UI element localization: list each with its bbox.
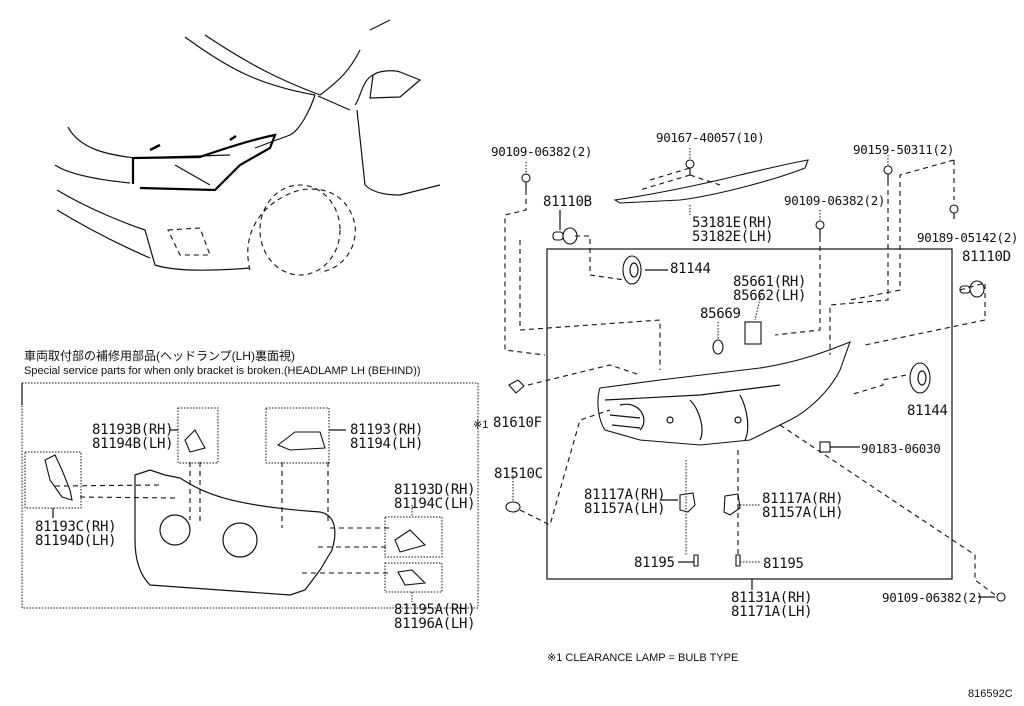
label-85669[interactable]: 85669 — [700, 306, 741, 322]
gasket-85669 — [712, 339, 724, 355]
inset-title-jp: 車両取付部の補修用部品(ヘッドランプ(LH)裏面視) — [24, 349, 295, 363]
bolt-icons — [521, 159, 1006, 602]
screw-81195-right — [735, 554, 741, 567]
bracket-81117a-left — [679, 492, 696, 513]
label-81131a[interactable]: 81131A(RH) — [731, 590, 813, 606]
bulb-81110b — [552, 227, 578, 245]
vehicle-illustration — [54, 19, 441, 276]
label-90109-06382-b[interactable]: 90109-06382(2) — [784, 193, 886, 208]
label-81195-right[interactable]: 81195 — [763, 556, 804, 572]
label-81196a[interactable]: 81196A(LH) — [394, 616, 476, 632]
cap-81144-a — [622, 255, 642, 285]
label-81110d[interactable]: 81110D — [962, 249, 1011, 265]
label-90183-06030[interactable]: 90183-06030 — [861, 441, 941, 456]
label-81194[interactable]: 81194(LH) — [350, 436, 424, 452]
actuator-85661 — [744, 321, 762, 345]
leader-lines — [504, 148, 999, 598]
label-81110b[interactable]: 81110B — [543, 194, 592, 210]
label-81194d[interactable]: 81194D(LH) — [35, 533, 117, 549]
bracket-81117a-right — [723, 493, 741, 516]
clearance-lamp-mark: ※1 — [473, 419, 489, 431]
footnote: ※1 CLEARANCE LAMP = BULB TYPE — [547, 652, 739, 664]
label-81194c[interactable]: 81194C(LH) — [394, 496, 476, 512]
label-81610f[interactable]: 81610F — [493, 415, 542, 431]
label-81157a-right[interactable]: 81157A(LH) — [762, 505, 844, 521]
label-90159-50311[interactable]: 90159-50311(2) — [853, 142, 955, 157]
label-85662[interactable]: 85662(LH) — [733, 288, 807, 304]
inset-frame — [21, 382, 479, 609]
label-53181e[interactable]: 53181E(RH) — [692, 215, 774, 231]
headlamp-assembly-frame — [546, 248, 953, 580]
label-90109-06382-c[interactable]: 90109-06382(2) — [882, 590, 984, 605]
label-81193[interactable]: 81193(RH) — [350, 422, 424, 438]
label-81144-a[interactable]: 81144 — [670, 261, 711, 277]
label-90189-05142[interactable]: 90189-05142(2) — [917, 230, 1019, 245]
bulb-81510c — [505, 501, 521, 513]
label-81195a[interactable]: 81195A(RH) — [394, 602, 476, 618]
screw-81195-left — [693, 554, 699, 567]
inset-panel-drawing — [24, 407, 443, 602]
label-81193d[interactable]: 81193D(RH) — [394, 482, 476, 498]
label-81117a-left[interactable]: 81117A(RH) — [584, 487, 666, 503]
label-81510c[interactable]: 81510C — [494, 466, 543, 482]
inset-title-en: Special service parts for when only brac… — [24, 365, 421, 377]
label-85661[interactable]: 85661(RH) — [733, 274, 807, 290]
label-81193c[interactable]: 81193C(RH) — [35, 519, 117, 535]
illustration-id: 816592C — [968, 688, 1013, 700]
label-81193b[interactable]: 81193B(RH) — [92, 422, 174, 438]
label-81117a-right[interactable]: 81117A(RH) — [762, 491, 844, 507]
bulb-81610f — [508, 379, 525, 394]
label-90109-06382-a[interactable]: 90109-06382(2) — [491, 144, 593, 159]
label-53182e[interactable]: 53182E(LH) — [692, 229, 774, 245]
label-81194b[interactable]: 81194B(LH) — [92, 436, 174, 452]
label-81144-b[interactable]: 81144 — [907, 403, 948, 419]
garnish-part — [613, 159, 809, 204]
label-90167-40057[interactable]: 90167-40057(10) — [656, 130, 765, 145]
bulb-81110d — [959, 280, 985, 298]
cap-81144-b — [909, 362, 931, 394]
headlamp-housing — [597, 341, 851, 446]
label-81195-left[interactable]: 81195 — [634, 555, 675, 571]
clip-90183 — [819, 441, 831, 453]
label-81171a[interactable]: 81171A(LH) — [731, 604, 813, 620]
label-81157a-left[interactable]: 81157A(LH) — [584, 501, 666, 517]
